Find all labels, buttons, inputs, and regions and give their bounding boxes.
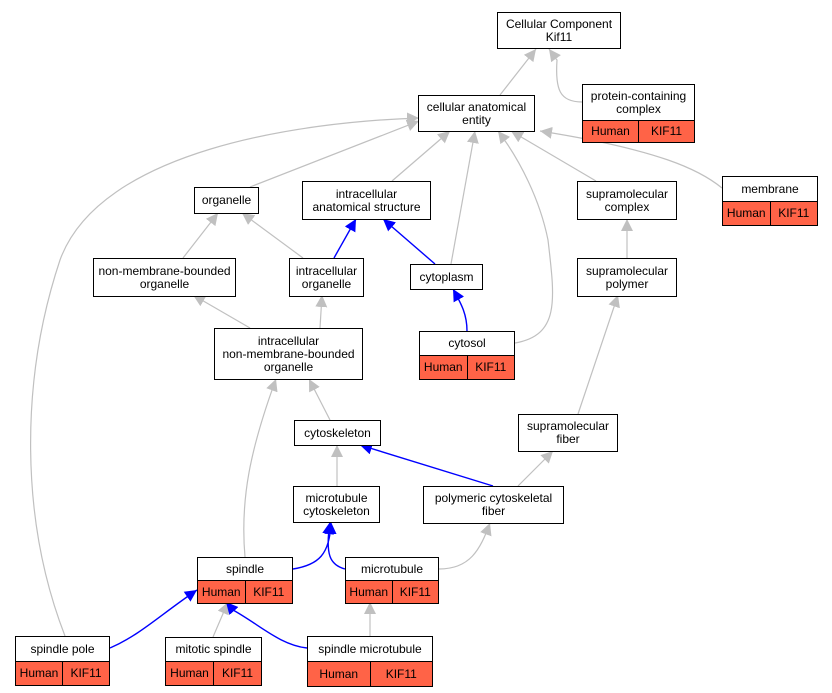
edge-is-a-nmbo-to-organelle	[182, 212, 219, 259]
edge-is-a-inmbo-to-intraorg	[315, 294, 328, 329]
edge-is-a-pcc-to-root	[548, 48, 583, 103]
node-title: cytoskeleton	[304, 425, 371, 440]
species-tag: Human	[201, 584, 241, 599]
node-polyfiber[interactable]: polymeric cytoskeletal fiber	[423, 486, 564, 524]
edge-part-of-cytosol-to-cytoplasm	[452, 288, 468, 332]
annotation-tags: Human KIF11	[583, 120, 694, 142]
edge-is-a-organelle-to-cae	[249, 119, 420, 188]
node-title: non-membrane-bounded organelle	[98, 263, 231, 291]
gene-tag: KIF11	[638, 121, 694, 142]
node-title: spindle	[225, 561, 265, 576]
node-title: microtubule cytoskeleton	[303, 490, 370, 518]
edge-is-a-mitspindle-to-spindle	[212, 601, 229, 638]
species-tag: Human	[349, 584, 389, 599]
node-cytoplasm[interactable]: cytoplasm	[410, 264, 483, 290]
node-title: supramolecular fiber	[526, 419, 610, 446]
species-tag: Human	[319, 666, 359, 681]
node-cytoskeleton[interactable]: cytoskeleton	[294, 420, 381, 446]
node-title: intracellular anatomical structure	[312, 186, 421, 214]
node-title: supramolecular complex	[585, 186, 669, 214]
gene-tag: KIF11	[369, 662, 433, 686]
node-title: spindle pole	[30, 641, 95, 656]
edge-part-of-intraorg-to-ias	[333, 218, 357, 259]
annotation-tags: Human KIF11	[308, 661, 432, 686]
node-cae[interactable]: cellular anatomical entity	[418, 95, 535, 132]
edge-is-a-intraorg-to-organelle	[241, 212, 304, 259]
edge-is-a-cytosol-to-cae	[497, 130, 554, 344]
edge-part-of-polyfiber-to-cytoskeleton	[359, 442, 494, 487]
node-title: organelle	[201, 193, 252, 207]
edge-part-of-spindle-to-mtcyto	[292, 521, 337, 570]
edge-is-a-spindle-to-inmbo	[243, 378, 278, 558]
edge-is-a-cytoplasm-to-cae	[450, 130, 479, 265]
edge-is-a-ias-to-cae	[391, 130, 451, 182]
gene-tag: KIF11	[769, 202, 818, 225]
edge-is-a-cae-to-root	[499, 48, 537, 96]
node-title: mitotic spindle	[175, 642, 252, 656]
edge-is-a-inmbo-to-nmbo	[192, 294, 251, 329]
node-ias[interactable]: intracellular anatomical structure	[302, 181, 431, 220]
node-title: polymeric cytoskeletal fiber	[434, 491, 553, 518]
gene-tag: KIF11	[391, 581, 439, 603]
edge-part-of-cytoplasm-to-ias	[382, 218, 436, 265]
edge-part-of-microtubule-to-mtcyto	[322, 521, 346, 570]
edge-is-a-spole-to-cae	[30, 112, 420, 637]
species-tag: Human	[726, 206, 766, 220]
edge-is-a-polyfiber-to-supfiber	[517, 450, 554, 487]
node-title: supramolecular polymer	[585, 263, 669, 291]
edge-part-of-smt-to-spindle	[225, 601, 308, 649]
gene-tag: KIF11	[62, 662, 109, 685]
node-title: spindle microtubule	[318, 641, 422, 656]
edge-is-a-supcomplex-to-cae	[510, 130, 597, 182]
edge-is-a-cytoskeleton-to-inmbo	[308, 378, 331, 421]
node-title: cytosol	[448, 336, 486, 350]
edge-layer	[30, 48, 723, 649]
node-title: cellular anatomical entity	[426, 99, 527, 127]
node-nmbo[interactable]: non-membrane-bounded organelle	[93, 258, 236, 297]
node-suppolymer[interactable]: supramolecular polymer	[577, 258, 677, 297]
gene-tag: KIF11	[213, 662, 261, 685]
node-title: Cellular Component Kif11	[505, 16, 613, 44]
edge-part-of-spole-to-spindle	[109, 589, 198, 649]
node-supfiber[interactable]: supramolecular fiber	[518, 414, 618, 452]
node-title: membrane	[741, 181, 799, 196]
node-title: intracellular organelle	[295, 263, 358, 291]
annotation-tags: Human KIF11	[166, 661, 261, 685]
gene-tag: KIF11	[466, 356, 515, 379]
species-tag: Human	[170, 666, 209, 680]
node-root[interactable]: Cellular Component Kif11	[497, 12, 621, 49]
species-tag: Human	[19, 666, 59, 680]
node-title: microtubule	[360, 561, 424, 576]
node-mtcyto[interactable]: microtubule cytoskeleton	[293, 486, 380, 523]
node-title: intracellular non-membrane-bounded organ…	[222, 333, 355, 374]
node-organelle[interactable]: organelle	[194, 187, 259, 214]
edge-is-a-membrane-to-cae	[539, 126, 723, 189]
species-tag: Human	[423, 360, 463, 374]
edge-is-a-microtubule-to-polyfiber	[438, 522, 492, 570]
node-inmbo[interactable]: intracellular non-membrane-bounded organ…	[214, 328, 363, 380]
gene-tag: KIF11	[244, 581, 293, 603]
node-supcomplex[interactable]: supramolecular complex	[577, 181, 677, 220]
node-intraorg[interactable]: intracellular organelle	[289, 258, 364, 297]
edge-is-a-supfiber-to-suppolymer	[577, 294, 620, 415]
node-title: cytoplasm	[419, 269, 474, 284]
node-title: protein-containing complex	[590, 88, 687, 116]
species-tag: Human	[591, 124, 630, 138]
